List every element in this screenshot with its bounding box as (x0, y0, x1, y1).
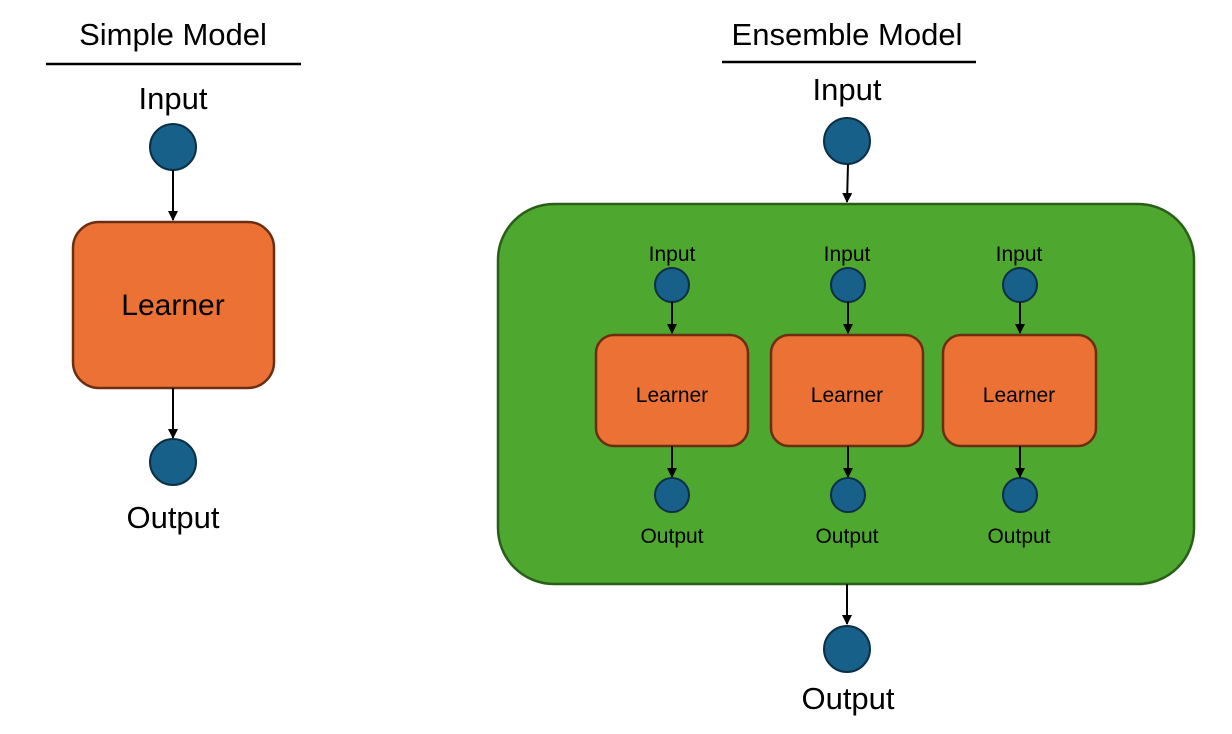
sub-learner-label: Learner (636, 384, 708, 407)
sub-output-node (654, 477, 690, 513)
simple-model: Simple Model Input Learner Output (46, 17, 301, 535)
ensemble-model-title: Ensemble Model (732, 17, 963, 52)
sub-learner-label: Learner (811, 384, 883, 407)
ensemble-output-label: Output (801, 681, 894, 716)
ensemble-input-node (823, 117, 871, 165)
sub-output-node (1002, 477, 1038, 513)
ensemble-input-arrow (842, 163, 853, 203)
ensemble-input-label: Input (813, 72, 882, 107)
sub-learner-2: Input Learner Output (769, 243, 925, 548)
simple-output-label: Output (126, 500, 219, 535)
sub-input-label: Input (649, 243, 696, 266)
simple-model-title: Simple Model (79, 17, 267, 52)
sub-input-label: Input (996, 243, 1043, 266)
ensemble-output-node (823, 625, 871, 673)
sub-output-label: Output (640, 525, 703, 548)
ensemble-model: Ensemble Model Input Input Learner Outpu… (496, 17, 1196, 716)
sub-learner-label: Learner (983, 384, 1055, 407)
sub-learner-1: Input Learner Output (594, 243, 750, 548)
sub-output-node (830, 477, 866, 513)
sub-output-label: Output (987, 525, 1050, 548)
sub-input-node (1002, 267, 1038, 303)
simple-input-node (149, 123, 197, 171)
sub-output-label: Output (815, 525, 878, 548)
sub-input-node (830, 267, 866, 303)
sub-input-label: Input (824, 243, 871, 266)
simple-input-label: Input (139, 81, 208, 116)
simple-output-node (149, 438, 197, 486)
simple-learner-label: Learner (121, 289, 224, 322)
sub-learner-3: Input Learner Output (941, 243, 1098, 548)
sub-input-node (654, 267, 690, 303)
